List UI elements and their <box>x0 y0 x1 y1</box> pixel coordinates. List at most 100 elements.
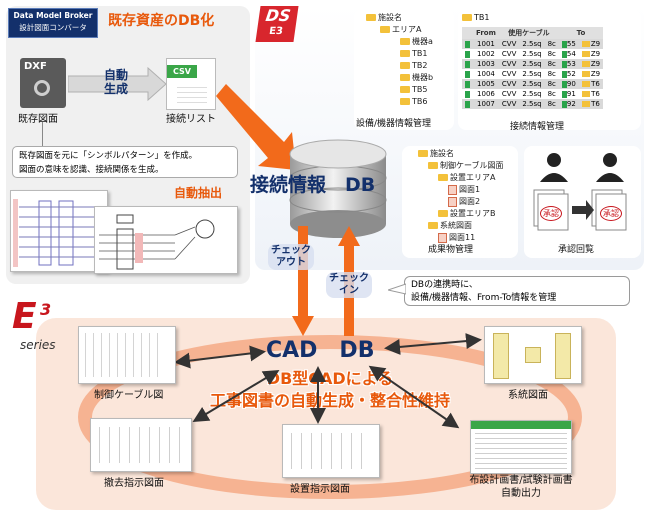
install-drawing-thumb <box>282 424 380 478</box>
removal-caption: 撤去指示図面 <box>104 478 164 489</box>
existing-drawing-thumb <box>10 190 108 272</box>
cell-to-dev: Z9 <box>578 59 604 69</box>
deliv-area-a[interactable]: 設置エリアA <box>418 172 504 184</box>
folder-icon <box>366 14 376 21</box>
auto-extract-label: 自動抽出 <box>174 186 223 200</box>
to-marker-icon <box>561 60 567 68</box>
header-to: To <box>558 27 604 39</box>
folder-icon <box>582 91 591 97</box>
cell-cable: CVV <box>498 89 520 99</box>
folder-icon <box>581 61 590 67</box>
checkout-label: チェック アウト <box>268 244 314 270</box>
to-marker-icon <box>561 80 567 88</box>
row-marker-icon <box>465 60 470 68</box>
to-marker-icon <box>561 70 567 78</box>
to-marker-icon <box>561 40 567 48</box>
cell-to-num: 91 <box>558 89 579 99</box>
dxf-caption: 既存図面 <box>18 114 58 125</box>
link-system <box>384 333 482 355</box>
deliv-control-cable[interactable]: 制御ケーブル図面 <box>418 160 504 172</box>
tree-tb6[interactable]: TB6 <box>366 96 433 108</box>
cell-core: 8c <box>544 59 559 69</box>
deliverable-panel <box>402 146 518 258</box>
control-cable-caption: 制御ケーブル図 <box>94 390 164 401</box>
link-removal <box>192 369 280 423</box>
row-marker-icon <box>465 70 470 78</box>
cell-size: 2.5sq <box>519 59 545 69</box>
approval-stamp-right: 承認 <box>600 206 622 221</box>
user-icon-left <box>540 153 568 182</box>
deliv-facility[interactable]: 施設名 <box>418 148 504 160</box>
badge-line2: 設計図面コンバータ <box>19 23 87 32</box>
layout-plan-line1: 布設計画書/試験計画書 <box>469 475 573 486</box>
cell-cable: CVV <box>498 69 520 79</box>
drawing-icon <box>438 232 447 243</box>
tree-tb2[interactable]: TB2 <box>366 60 433 72</box>
removal-drawing-thumb <box>90 418 192 472</box>
cell-size: 2.5sq <box>519 49 545 59</box>
cell-to-dev: T6 <box>578 99 604 109</box>
to-marker-icon <box>561 90 567 98</box>
db-note-box: DBの連携時に、 設備/機器情報、From-To情報を管理 <box>404 276 630 306</box>
csv-tag: CSV <box>167 65 197 78</box>
cell-to-num: 52 <box>558 69 579 79</box>
dxf-tag: DXF <box>24 61 47 72</box>
deliv-drawing1[interactable]: 図面1 <box>418 184 504 196</box>
cell-to-dev: Z9 <box>578 39 604 49</box>
tree-facility[interactable]: 施設名 <box>366 12 433 24</box>
e3-sup: 3 <box>40 300 52 319</box>
cell-cable: CVV <box>498 79 520 89</box>
connection-table-header: From 使用ケーブル To <box>462 27 604 39</box>
checkin-line2: イン <box>339 285 359 296</box>
link-layout-plan <box>368 365 460 429</box>
cell-cable: CVV <box>498 59 520 69</box>
tree-device-b[interactable]: 機器b <box>366 72 433 84</box>
deliv-system[interactable]: 系統図面 <box>418 220 504 232</box>
deliv-drawing11[interactable]: 図面11 <box>418 232 504 244</box>
layout-plan-spreadsheet-thumb <box>470 420 572 474</box>
tree-area-a[interactable]: エリアA <box>366 24 433 36</box>
cell-to-num: 55 <box>558 39 579 49</box>
cell-core: 8c <box>544 69 559 79</box>
cell-from: 1005 <box>473 79 499 89</box>
checkin-label: チェック イン <box>326 272 372 298</box>
to-marker-icon <box>561 50 567 58</box>
cell-from: 1001 <box>473 39 499 49</box>
dxf-connector <box>42 122 43 146</box>
user-icon-right <box>596 153 624 182</box>
badge-line1: Data Model Broker <box>13 11 93 20</box>
cell-size: 2.5sq <box>519 69 545 79</box>
cell-to-dev: Z9 <box>578 69 604 79</box>
tree-device-a[interactable]: 機器a <box>366 36 433 48</box>
link-control-cable <box>174 345 266 369</box>
folder-icon <box>400 86 410 93</box>
extract-note-box: 既存図面を元に「シンボルパターン」を作成。 図面の意味を認識、接続関係を生成。 <box>12 146 238 178</box>
deliv-area-b[interactable]: 設置エリアB <box>418 208 504 220</box>
deliv-drawing2[interactable]: 図面2 <box>418 196 504 208</box>
layout-plan-caption: 布設計画書/試験計画書 自動出力 <box>466 474 576 500</box>
cell-to-num: 53 <box>558 59 579 69</box>
row-marker-icon <box>465 100 470 108</box>
slogan-line1: DB型CADによる <box>266 369 394 388</box>
tree-tb5[interactable]: TB5 <box>366 84 433 96</box>
equipment-caption: 設備/機器情報管理 <box>356 119 432 129</box>
tree-tb1[interactable]: TB1 <box>366 48 433 60</box>
approval-stamp-left: 承認 <box>540 206 562 221</box>
folder-icon <box>428 222 438 229</box>
row-marker-icon <box>465 80 470 88</box>
e3-series-logo: E 3 series <box>6 296 70 356</box>
deliverable-tree: 施設名 制御ケーブル図面 設置エリアA 図面1 図面2 設置エリアB 系統図面 … <box>418 148 504 244</box>
cell-to-dev: Z9 <box>578 49 604 59</box>
db-note-line1: DBの連携時に、 <box>411 280 478 290</box>
gear-icon <box>34 80 50 96</box>
cell-core: 8c <box>544 39 559 49</box>
